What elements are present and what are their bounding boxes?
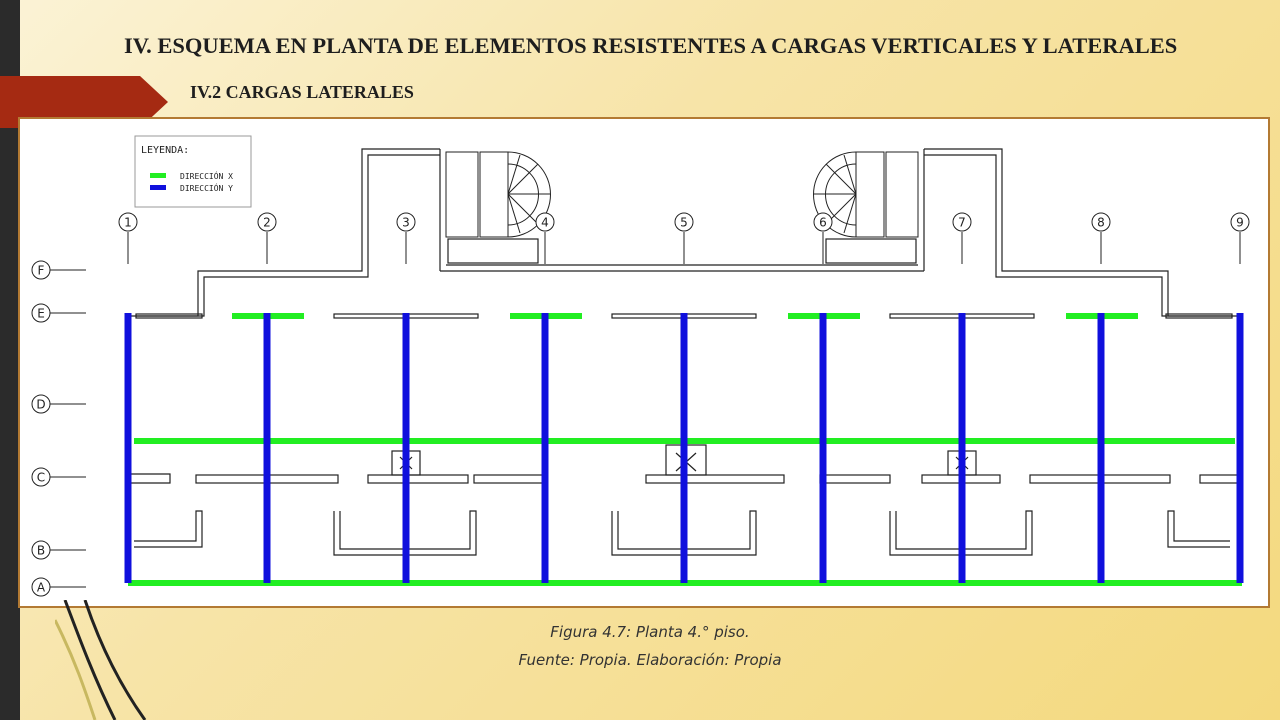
wall-y-axis-5	[680, 313, 688, 583]
wall-y-axis-1	[124, 313, 132, 583]
wall-y-axis-2	[263, 313, 271, 583]
wall-y-axis-4	[541, 313, 549, 583]
legend-label-x: DIRECCIÓN X	[180, 170, 233, 181]
axis-label-row-D: D	[36, 398, 45, 412]
legend-title: LEYENDA:	[141, 145, 189, 156]
axis-label-col-6: 6	[819, 216, 827, 230]
axis-label-col-8: 8	[1097, 216, 1105, 230]
wall-y-axis-7	[958, 313, 966, 583]
axis-label-col-2: 2	[263, 216, 271, 230]
axis-bubble-col-3	[396, 212, 416, 232]
axis-bubble-col-6	[813, 212, 833, 232]
wall-y-axis-6	[819, 313, 827, 583]
axis-bubble-row-A	[31, 577, 51, 597]
axis-bubble-col-8	[1091, 212, 1111, 232]
axis-label-col-5: 5	[680, 216, 688, 230]
row-axes: F E D C B A	[31, 260, 86, 597]
axis-bubble-row-F	[31, 260, 51, 280]
column-axes: 1 2 3 4 5 6 7 8 9	[118, 212, 1250, 264]
axis-bubble-row-D	[31, 394, 51, 414]
building-outline	[130, 148, 1238, 317]
floor-plan-figure: LEYENDA: DIRECCIÓN X DIRECCIÓN Y	[18, 117, 1270, 608]
axis-bubble-col-2	[257, 212, 277, 232]
axis-bubble-row-E	[31, 303, 51, 323]
decorative-lines	[55, 600, 147, 720]
legend: LEYENDA: DIRECCIÓN X DIRECCIÓN Y	[134, 135, 252, 208]
wall-y-axis-9	[1236, 313, 1244, 583]
left-decorative-bar	[0, 0, 20, 720]
legend-swatch-x	[150, 173, 166, 178]
legend-swatch-y	[150, 185, 166, 190]
walls-direction-y	[124, 313, 1244, 583]
axis-label-col-1: 1	[124, 216, 132, 230]
slide-title: IV. ESQUEMA EN PLANTA DE ELEMENTOS RESIS…	[124, 33, 1178, 58]
axis-label-col-4: 4	[541, 216, 549, 230]
axis-label-row-F: F	[38, 264, 45, 278]
legend-label-y: DIRECCIÓN Y	[180, 182, 233, 193]
axis-label-row-E: E	[37, 307, 45, 321]
axis-label-row-C: C	[37, 471, 45, 485]
axis-bubble-row-B	[31, 540, 51, 560]
stair-left	[445, 151, 551, 238]
axis-bubble-col-1	[118, 212, 138, 232]
axis-label-col-7: 7	[958, 216, 966, 230]
axis-bubble-row-C	[31, 467, 51, 487]
axis-bubble-col-7	[952, 212, 972, 232]
wall-y-axis-3	[402, 313, 410, 583]
slide-subtitle: IV.2 CARGAS LATERALES	[190, 82, 414, 102]
axis-label-col-9: 9	[1236, 216, 1244, 230]
stair-right	[813, 151, 919, 238]
wall-y-axis-8	[1097, 313, 1105, 583]
axis-bubble-col-5	[674, 212, 694, 232]
axis-bubble-col-4	[535, 212, 555, 232]
axis-bubble-col-9	[1230, 212, 1250, 232]
axis-label-col-3: 3	[402, 216, 410, 230]
floor-plan-drawing: LEYENDA: DIRECCIÓN X DIRECCIÓN Y	[31, 135, 1250, 597]
axis-label-row-A: A	[37, 581, 46, 595]
axis-label-row-B: B	[37, 544, 45, 558]
figure-caption: Figura 4.7: Planta 4.° piso.	[550, 623, 750, 641]
figure-source: Fuente: Propia. Elaboración: Propia	[518, 651, 782, 669]
